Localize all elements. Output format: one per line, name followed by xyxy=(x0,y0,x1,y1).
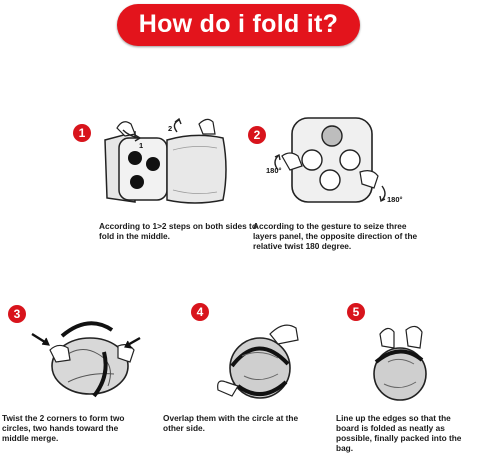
step-1-caption: According to 1>2 steps on both sides to … xyxy=(99,221,257,241)
twist-board-illustration xyxy=(274,117,386,203)
step-3-caption: Twist the 2 corners to form two circles,… xyxy=(2,413,125,443)
step-5-caption: Line up the edges so that the board is f… xyxy=(336,413,462,453)
form-circles-illustration xyxy=(31,321,141,398)
overlap-circles-illustration xyxy=(217,324,299,399)
fold-board-illustration xyxy=(104,117,227,204)
step-2-label-left: 180° xyxy=(266,166,282,175)
step-4-number: 4 xyxy=(191,303,209,321)
step-5-number: 5 xyxy=(347,303,365,321)
step-3-number: 3 xyxy=(8,305,26,323)
step-2-label-right: 180° xyxy=(387,195,403,204)
step-2-caption: According to the gesture to seize three … xyxy=(253,221,418,251)
step-1-label-2: 2 xyxy=(168,124,173,133)
pack-bag-illustration xyxy=(373,325,427,401)
step-1-number: 1 xyxy=(73,124,91,142)
step-2-number: 2 xyxy=(248,126,266,144)
step-1-label-1: 1 xyxy=(139,141,144,150)
page-title: How do i fold it? xyxy=(138,10,339,38)
title-banner: How do i fold it? xyxy=(117,4,360,46)
step-4-caption: Overlap them with the circle at the othe… xyxy=(163,413,299,433)
